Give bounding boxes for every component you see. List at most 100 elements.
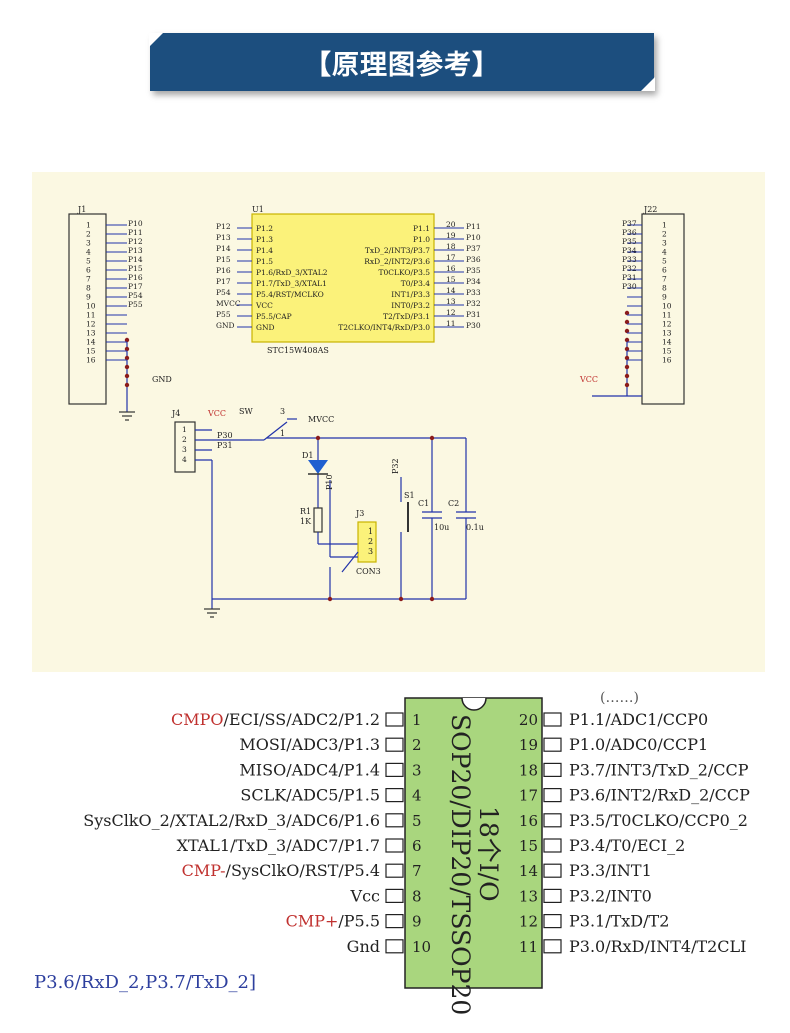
j1-pin-num: 15 [86, 347, 96, 356]
u1-right-pin: T2/TxD/P3.1 [383, 312, 430, 321]
j1-pin-num: 12 [86, 320, 96, 329]
pin-label: P1.1/ADC1/CCP0 [569, 710, 708, 729]
pin-label: CMP-/SysClkO/RST/P5.4 [182, 861, 380, 880]
pin-label: SysClkO_2/XTAL2/RxD_3/ADC6/P1.6 [83, 811, 380, 830]
u1-left-net: P54 [216, 288, 231, 297]
u1-right-net: P36 [466, 255, 481, 264]
pin-pad [543, 813, 562, 828]
pin-pad [543, 762, 562, 778]
pin-label: P3.5/T0CLKO/CCP0_2 [569, 811, 748, 830]
u1-right-num: 14 [446, 286, 456, 295]
u1-right-net: P33 [466, 288, 481, 297]
j1-pin-num: 7 [86, 275, 91, 284]
j3-pin3: 3 [368, 547, 373, 556]
pin-label-text: /SysClkO/RST/P5.4 [226, 861, 380, 880]
u1-left-pin: P1.3 [256, 235, 273, 244]
u1-left-pin: P1.5 [256, 257, 273, 266]
j22-pin-num: 16 [662, 356, 672, 365]
j1-net-label: P14 [128, 255, 143, 264]
j22-net-label: P31 [622, 273, 637, 282]
top-partial-text: (……) [600, 690, 639, 706]
j1-net-label: P16 [128, 273, 143, 282]
pin-pad [385, 914, 404, 929]
pin-label: P3.2/INT0 [569, 886, 652, 905]
u1-right-pin: T2CLKO/INT4/RxD/P3.0 [338, 323, 430, 332]
j3-pin2: 2 [368, 537, 373, 546]
j4-pin-num: 1 [182, 425, 187, 434]
u1-right-net: P35 [466, 266, 481, 275]
pin-number: 16 [519, 812, 538, 830]
pin-pad [385, 787, 404, 803]
j1-net-label: P54 [128, 291, 143, 300]
pinout-svg: SOP20/DIP20/TSSOP20 18个I/O (……) 1CMPO/EC… [34, 690, 750, 1015]
pin-label-text: /P5.5 [338, 912, 380, 931]
j1-pin-num: 8 [86, 284, 91, 293]
u1-left-pin: P1.6/RxD_3/XTAL2 [256, 268, 328, 277]
pin-label-text: Vcc [350, 886, 381, 905]
j4-p31: P31 [217, 441, 233, 450]
j1-pin-num: 5 [86, 257, 91, 266]
u1-right-num: 18 [446, 242, 456, 251]
u1-left-net: MVCC [216, 299, 241, 308]
r1-ref: R1 [300, 507, 311, 516]
j1-pin-num: 13 [86, 329, 96, 338]
u1-right-num: 19 [446, 231, 456, 240]
mvcc-label: MVCC [308, 415, 334, 424]
pin-number: 11 [519, 938, 538, 956]
j1-pin-num: 1 [86, 221, 91, 230]
j22-pin-num: 8 [662, 284, 667, 293]
pin-pad [543, 914, 562, 929]
u1-left-pin: VCC [255, 301, 273, 310]
u1-right-pin: P1.1 [413, 224, 430, 233]
pin-label: Vcc [350, 886, 381, 905]
u1-left-pin: P1.7/TxD_3/XTAL1 [256, 279, 327, 288]
u1-right-net: P30 [466, 321, 481, 330]
u1-left-net: GND [216, 321, 235, 330]
banner-title: 【原理图参考】 [304, 50, 500, 81]
j4-pin-num: 2 [182, 435, 187, 444]
pin-pad [543, 939, 562, 954]
u1-part: STC15W408AS [267, 346, 329, 355]
r1-value: 1K [300, 517, 312, 526]
pin-pad [385, 712, 404, 727]
pin-number: 15 [519, 837, 538, 855]
pin-label-text: MISO/ADC4/P1.4 [239, 760, 380, 779]
pin-label-text: MOSI/ADC3/P1.3 [239, 735, 380, 754]
j22-pin-num: 10 [662, 302, 672, 311]
j1-pin-num: 16 [86, 356, 96, 365]
sw-pin1: 1 [280, 429, 285, 438]
j1-net-label: P55 [128, 300, 143, 309]
j1-net-label: P15 [128, 264, 143, 273]
j3-part: CON3 [356, 567, 381, 576]
pin-number: 3 [412, 761, 422, 779]
u1-right-net: P31 [466, 310, 481, 319]
u1-right-num: 11 [446, 319, 456, 328]
pin-label: P3.0/RxD/INT4/T2CLI [569, 937, 747, 956]
u1-right-pin: P1.0 [413, 235, 430, 244]
pin-pad [543, 737, 562, 752]
io-count-text: 18个I/O [474, 806, 503, 902]
sw-pin3: 3 [280, 407, 285, 416]
j22-net-label: P36 [622, 228, 637, 237]
j1-net-label: P12 [128, 237, 143, 246]
j22-pin-num: 1 [662, 221, 667, 230]
u1-right-pin: RxD_2/INT2/P3.6 [364, 257, 430, 266]
j1-pin-num: 3 [86, 239, 91, 248]
u1-left-pin: P1.4 [256, 246, 273, 255]
d1-ref: D1 [302, 451, 314, 460]
pin-pad [385, 888, 404, 903]
u1-right-num: 15 [446, 275, 456, 284]
pin-label: MOSI/ADC3/P1.3 [239, 735, 380, 754]
pin-label: CMP+/P5.5 [286, 912, 380, 931]
pin-number: 17 [519, 787, 538, 805]
pin-pad [543, 863, 562, 878]
j1-pin-num: 6 [86, 266, 91, 275]
c2-value: 0.1u [466, 523, 484, 532]
package-text: SOP20/DIP20/TSSOP20 [446, 714, 475, 1015]
j22-pin-num: 15 [662, 347, 672, 356]
j22-pin-num: 14 [662, 338, 672, 347]
j22-pin-num: 4 [662, 248, 667, 257]
s1-net: P32 [391, 458, 400, 474]
pin-number: 19 [519, 736, 538, 754]
pin-label: XTAL1/TxD_3/ADC7/P1.7 [177, 836, 380, 855]
